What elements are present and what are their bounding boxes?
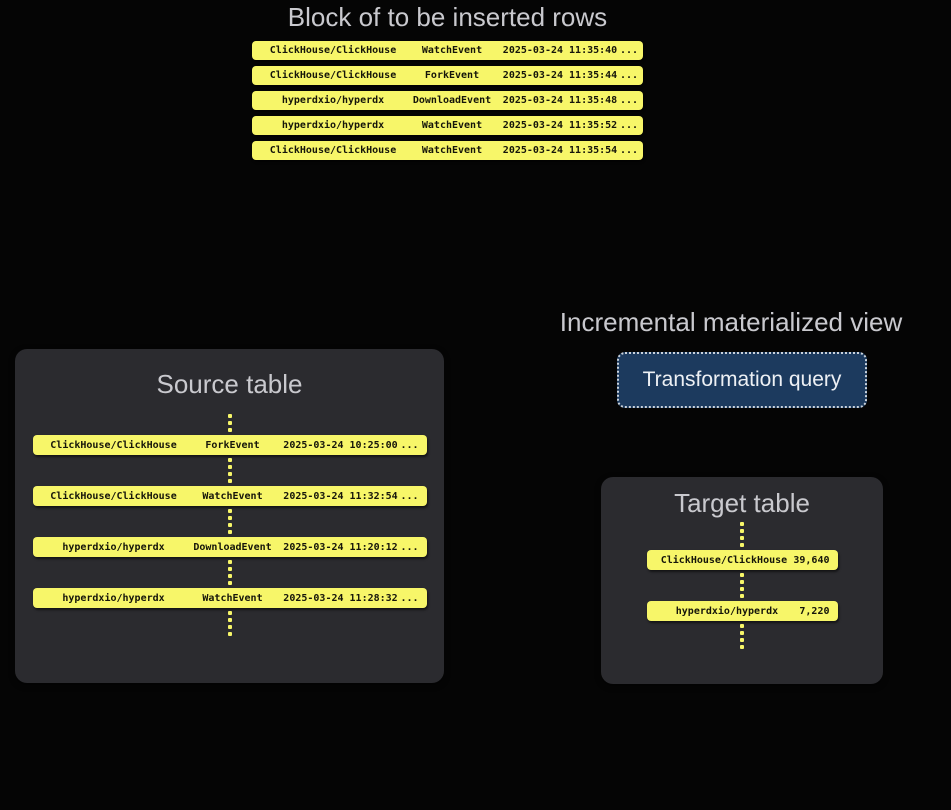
insert-row: hyperdxio/hyperdx DownloadEvent 2025-03-… [252, 91, 643, 110]
ellipsis-dots [15, 611, 444, 636]
source-row: ClickHouse/ClickHouse ForkEvent 2025-03-… [32, 435, 427, 455]
target-row: hyperdxio/hyperdx 7,220 [646, 601, 838, 621]
target-table-panel: Target table ClickHouse/ClickHouse 39,64… [601, 477, 883, 684]
row-event: ForkEvent [205, 439, 260, 451]
insert-row: hyperdxio/hyperdx WatchEvent 2025-03-24 … [252, 116, 643, 135]
row-event: ForkEvent [424, 70, 480, 81]
row-repo: ClickHouse/ClickHouse [269, 45, 397, 56]
insert-row: ClickHouse/ClickHouse WatchEvent 2025-03… [252, 141, 643, 160]
ellipsis-dots [15, 560, 444, 585]
row-ellipsis: ... [620, 45, 639, 56]
ellipsis-dots [601, 573, 883, 598]
row-ellipsis: ... [400, 490, 419, 502]
row-time: 2025-03-24 11:28:32 [283, 592, 398, 604]
row-ellipsis: ... [400, 541, 419, 553]
row-repo: hyperdxio/hyperdx [675, 605, 779, 617]
ellipsis-dots [15, 414, 444, 432]
row-event: DownloadEvent [412, 95, 492, 106]
insert-block: Block of to be inserted rows ClickHouse/… [252, 2, 643, 166]
ellipsis-dots [601, 522, 883, 547]
row-event: WatchEvent [421, 120, 483, 131]
row-event: WatchEvent [202, 592, 263, 604]
row-ellipsis: ... [400, 592, 419, 604]
ellipsis-dots [15, 509, 444, 534]
source-row: hyperdxio/hyperdx WatchEvent 2025-03-24 … [32, 588, 427, 608]
row-ellipsis: ... [620, 145, 639, 156]
row-time: 2025-03-24 11:35:44 [502, 70, 618, 81]
row-repo: ClickHouse/ClickHouse [660, 554, 788, 566]
source-table-panel: Source table ClickHouse/ClickHouse ForkE… [15, 349, 444, 683]
insert-block-title: Block of to be inserted rows [287, 2, 608, 32]
target-row: ClickHouse/ClickHouse 39,640 [646, 550, 838, 570]
row-time: 2025-03-24 11:35:54 [502, 145, 618, 156]
row-ellipsis: ... [620, 120, 639, 131]
row-time: 2025-03-24 11:35:40 [502, 45, 618, 56]
row-repo: ClickHouse/ClickHouse [269, 145, 397, 156]
row-time: 2025-03-24 11:35:48 [502, 95, 618, 106]
row-repo: ClickHouse/ClickHouse [50, 490, 177, 502]
row-repo: ClickHouse/ClickHouse [269, 70, 397, 81]
row-repo: hyperdxio/hyperdx [62, 541, 165, 553]
row-event: WatchEvent [202, 490, 263, 502]
ellipsis-dots [601, 624, 883, 649]
row-event: DownloadEvent [193, 541, 272, 553]
target-table-title: Target table [674, 488, 810, 518]
row-ellipsis: ... [620, 95, 639, 106]
row-ellipsis: ... [620, 70, 639, 81]
insert-row: ClickHouse/ClickHouse ForkEvent 2025-03-… [252, 66, 643, 85]
row-count: 7,220 [799, 605, 830, 617]
source-table-title: Source table [156, 369, 303, 399]
row-repo: ClickHouse/ClickHouse [50, 439, 177, 451]
insert-row: ClickHouse/ClickHouse WatchEvent 2025-03… [252, 41, 643, 60]
row-event: WatchEvent [421, 145, 483, 156]
transformation-query-box: Transformation query [617, 352, 867, 408]
materialized-view-title: Incremental materialized view [559, 307, 903, 337]
row-time: 2025-03-24 11:20:12 [283, 541, 398, 553]
row-ellipsis: ... [400, 439, 419, 451]
row-time: 2025-03-24 11:35:52 [502, 120, 618, 131]
row-repo: hyperdxio/hyperdx [281, 120, 385, 131]
row-event: WatchEvent [421, 45, 483, 56]
row-repo: hyperdxio/hyperdx [281, 95, 385, 106]
source-row: ClickHouse/ClickHouse WatchEvent 2025-03… [32, 486, 427, 506]
row-time: 2025-03-24 10:25:00 [283, 439, 398, 451]
ellipsis-dots [15, 458, 444, 483]
row-repo: hyperdxio/hyperdx [62, 592, 165, 604]
row-time: 2025-03-24 11:32:54 [283, 490, 398, 502]
source-row: hyperdxio/hyperdx DownloadEvent 2025-03-… [32, 537, 427, 557]
row-count: 39,640 [793, 554, 830, 566]
transformation-query-label: Transformation query [642, 368, 842, 391]
